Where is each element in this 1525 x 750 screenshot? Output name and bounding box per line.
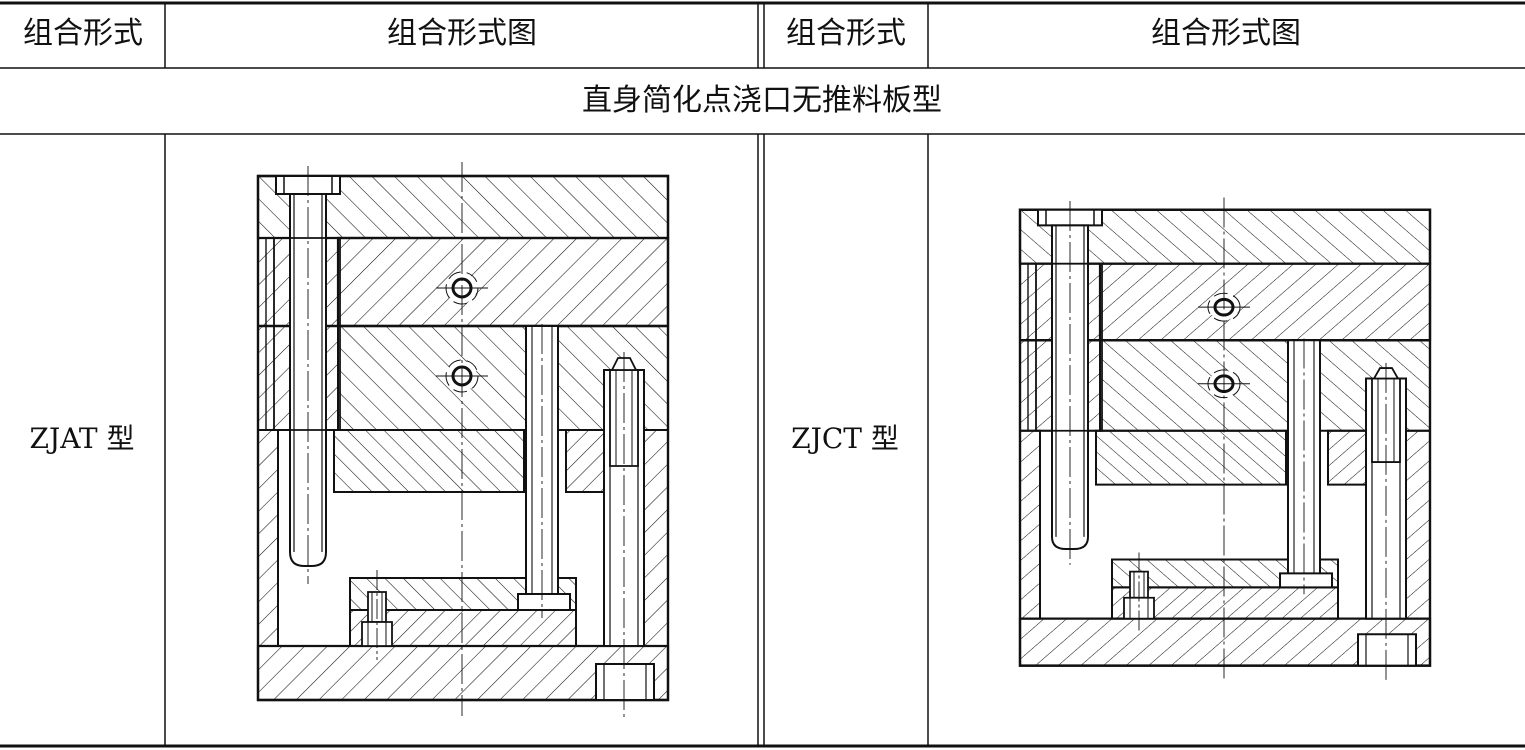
mold-drawing-zjat (256, 160, 670, 720)
header-combination-form-1: 组合形式 (23, 16, 143, 51)
header-combination-form-2: 组合形式 (786, 16, 906, 51)
header-combination-diagram-1: 组合形式图 (387, 16, 537, 51)
type-label-zjct: ZJCT 型 (791, 422, 899, 455)
type-label-zjat: ZJAT 型 (29, 422, 135, 455)
header-combination-diagram-2: 组合形式图 (1151, 16, 1301, 51)
section-title: 直身简化点浇口无推料板型 (582, 83, 942, 118)
mold-drawing-zjct (1018, 196, 1432, 683)
